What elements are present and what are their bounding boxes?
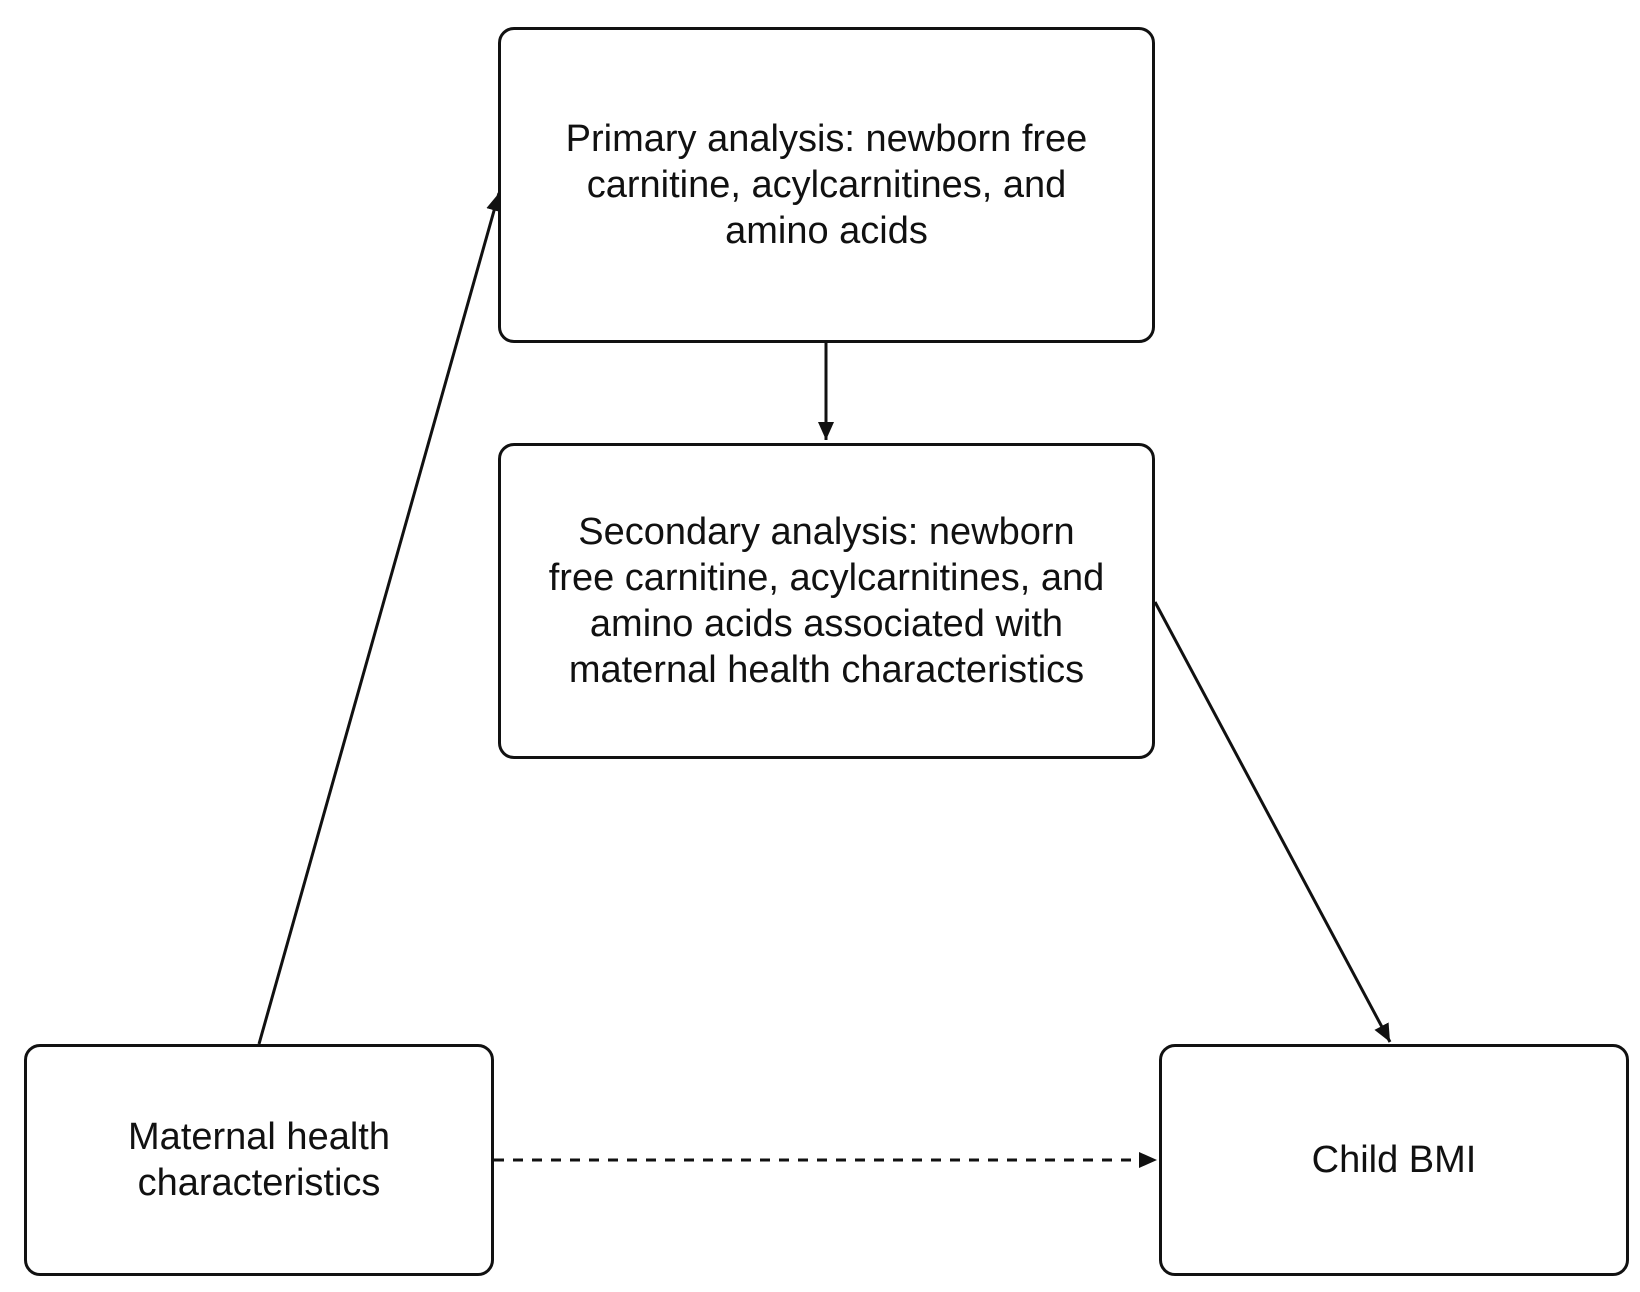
arrow-maternal-to-primary — [257, 192, 502, 1045]
secondary-analysis-label: Secondary analysis: newborn free carniti… — [548, 511, 1105, 691]
arrow-secondary-to-child — [1153, 601, 1392, 1043]
child-bmi-box: Child BMI — [1159, 1044, 1629, 1276]
child-bmi-label: Child BMI — [1311, 1139, 1477, 1181]
maternal-health-label: Maternal health characteristics — [128, 1116, 390, 1204]
maternal-health-box: Maternal health characteristics — [24, 1044, 494, 1276]
secondary-analysis-box: Secondary analysis: newborn free carniti… — [498, 443, 1155, 759]
primary-analysis-box: Primary analysis: newborn free carnitine… — [498, 27, 1155, 343]
primary-analysis-label: Primary analysis: newborn free carnitine… — [565, 118, 1088, 252]
